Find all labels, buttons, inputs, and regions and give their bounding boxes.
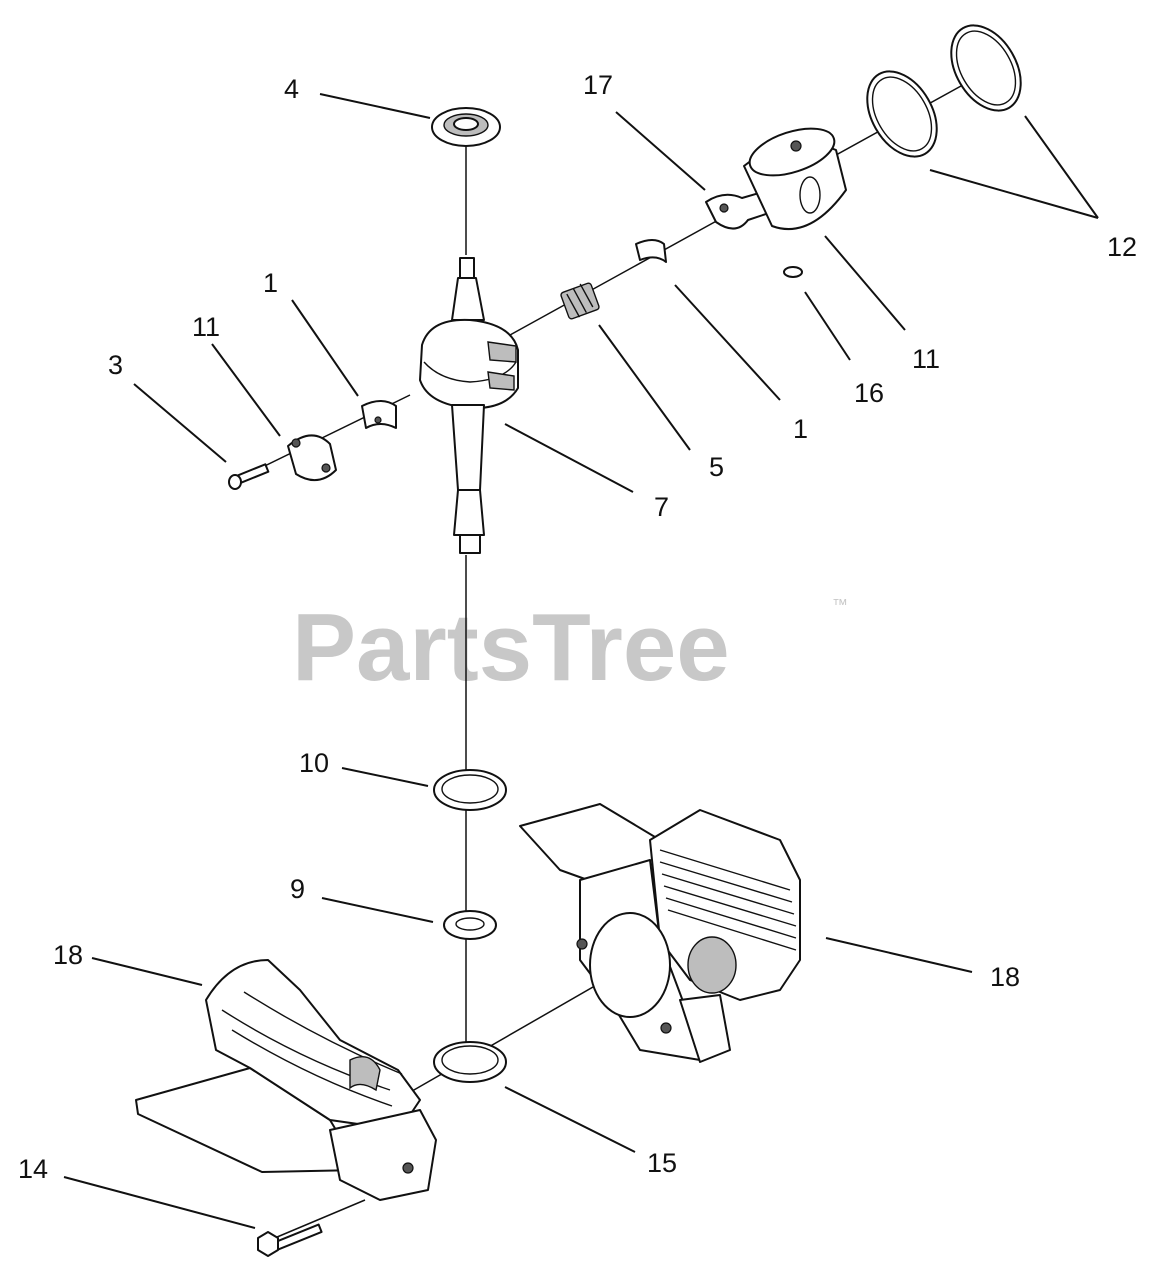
washer-part (443, 910, 497, 940)
callout-18-right: 18 (990, 962, 1020, 992)
watermark: PartsTree ™ (292, 594, 848, 701)
oil-seal-part (431, 107, 501, 147)
crankshaft-part (419, 257, 519, 554)
callout-12: 12 (1107, 232, 1137, 262)
callout-5: 5 (709, 452, 724, 482)
piston-part (743, 127, 847, 231)
callout-4: 4 (284, 74, 299, 104)
needle-bearing-part (560, 282, 600, 320)
callout-11-right: 11 (912, 344, 940, 374)
callout-9: 9 (290, 874, 305, 904)
callout-17: 17 (583, 70, 613, 100)
cap-screw-part (228, 463, 270, 490)
trademark-symbol: ™ (832, 597, 848, 614)
callout-labels: 4 17 12 1 11 3 5 1 16 11 7 10 9 18 18 15… (18, 70, 1137, 1184)
rod-cap-part (287, 434, 337, 481)
bearing-half-upper-part (635, 239, 667, 263)
callout-1-lower: 1 (793, 414, 808, 444)
callout-11-left: 11 (192, 312, 220, 342)
bearing-half-lower-part (361, 400, 397, 429)
callout-18-left: 18 (53, 940, 83, 970)
leader-lines (63, 93, 1099, 1229)
callout-15: 15 (647, 1148, 677, 1178)
callout-10: 10 (299, 748, 329, 778)
callout-14: 14 (18, 1154, 48, 1184)
crankcase-cover-part (135, 959, 437, 1201)
piston-rings-part (866, 24, 1022, 158)
o-ring-part (433, 769, 507, 811)
retaining-clip-part (783, 266, 803, 278)
watermark-text: PartsTree (292, 594, 730, 701)
callout-3: 3 (108, 350, 123, 380)
callout-16: 16 (854, 378, 884, 408)
callout-7: 7 (654, 492, 669, 522)
cylinder-block-part (519, 803, 801, 1063)
bolt-part (257, 1223, 323, 1257)
callout-1-upper: 1 (263, 268, 278, 298)
gasket-ring-part (433, 1041, 507, 1083)
